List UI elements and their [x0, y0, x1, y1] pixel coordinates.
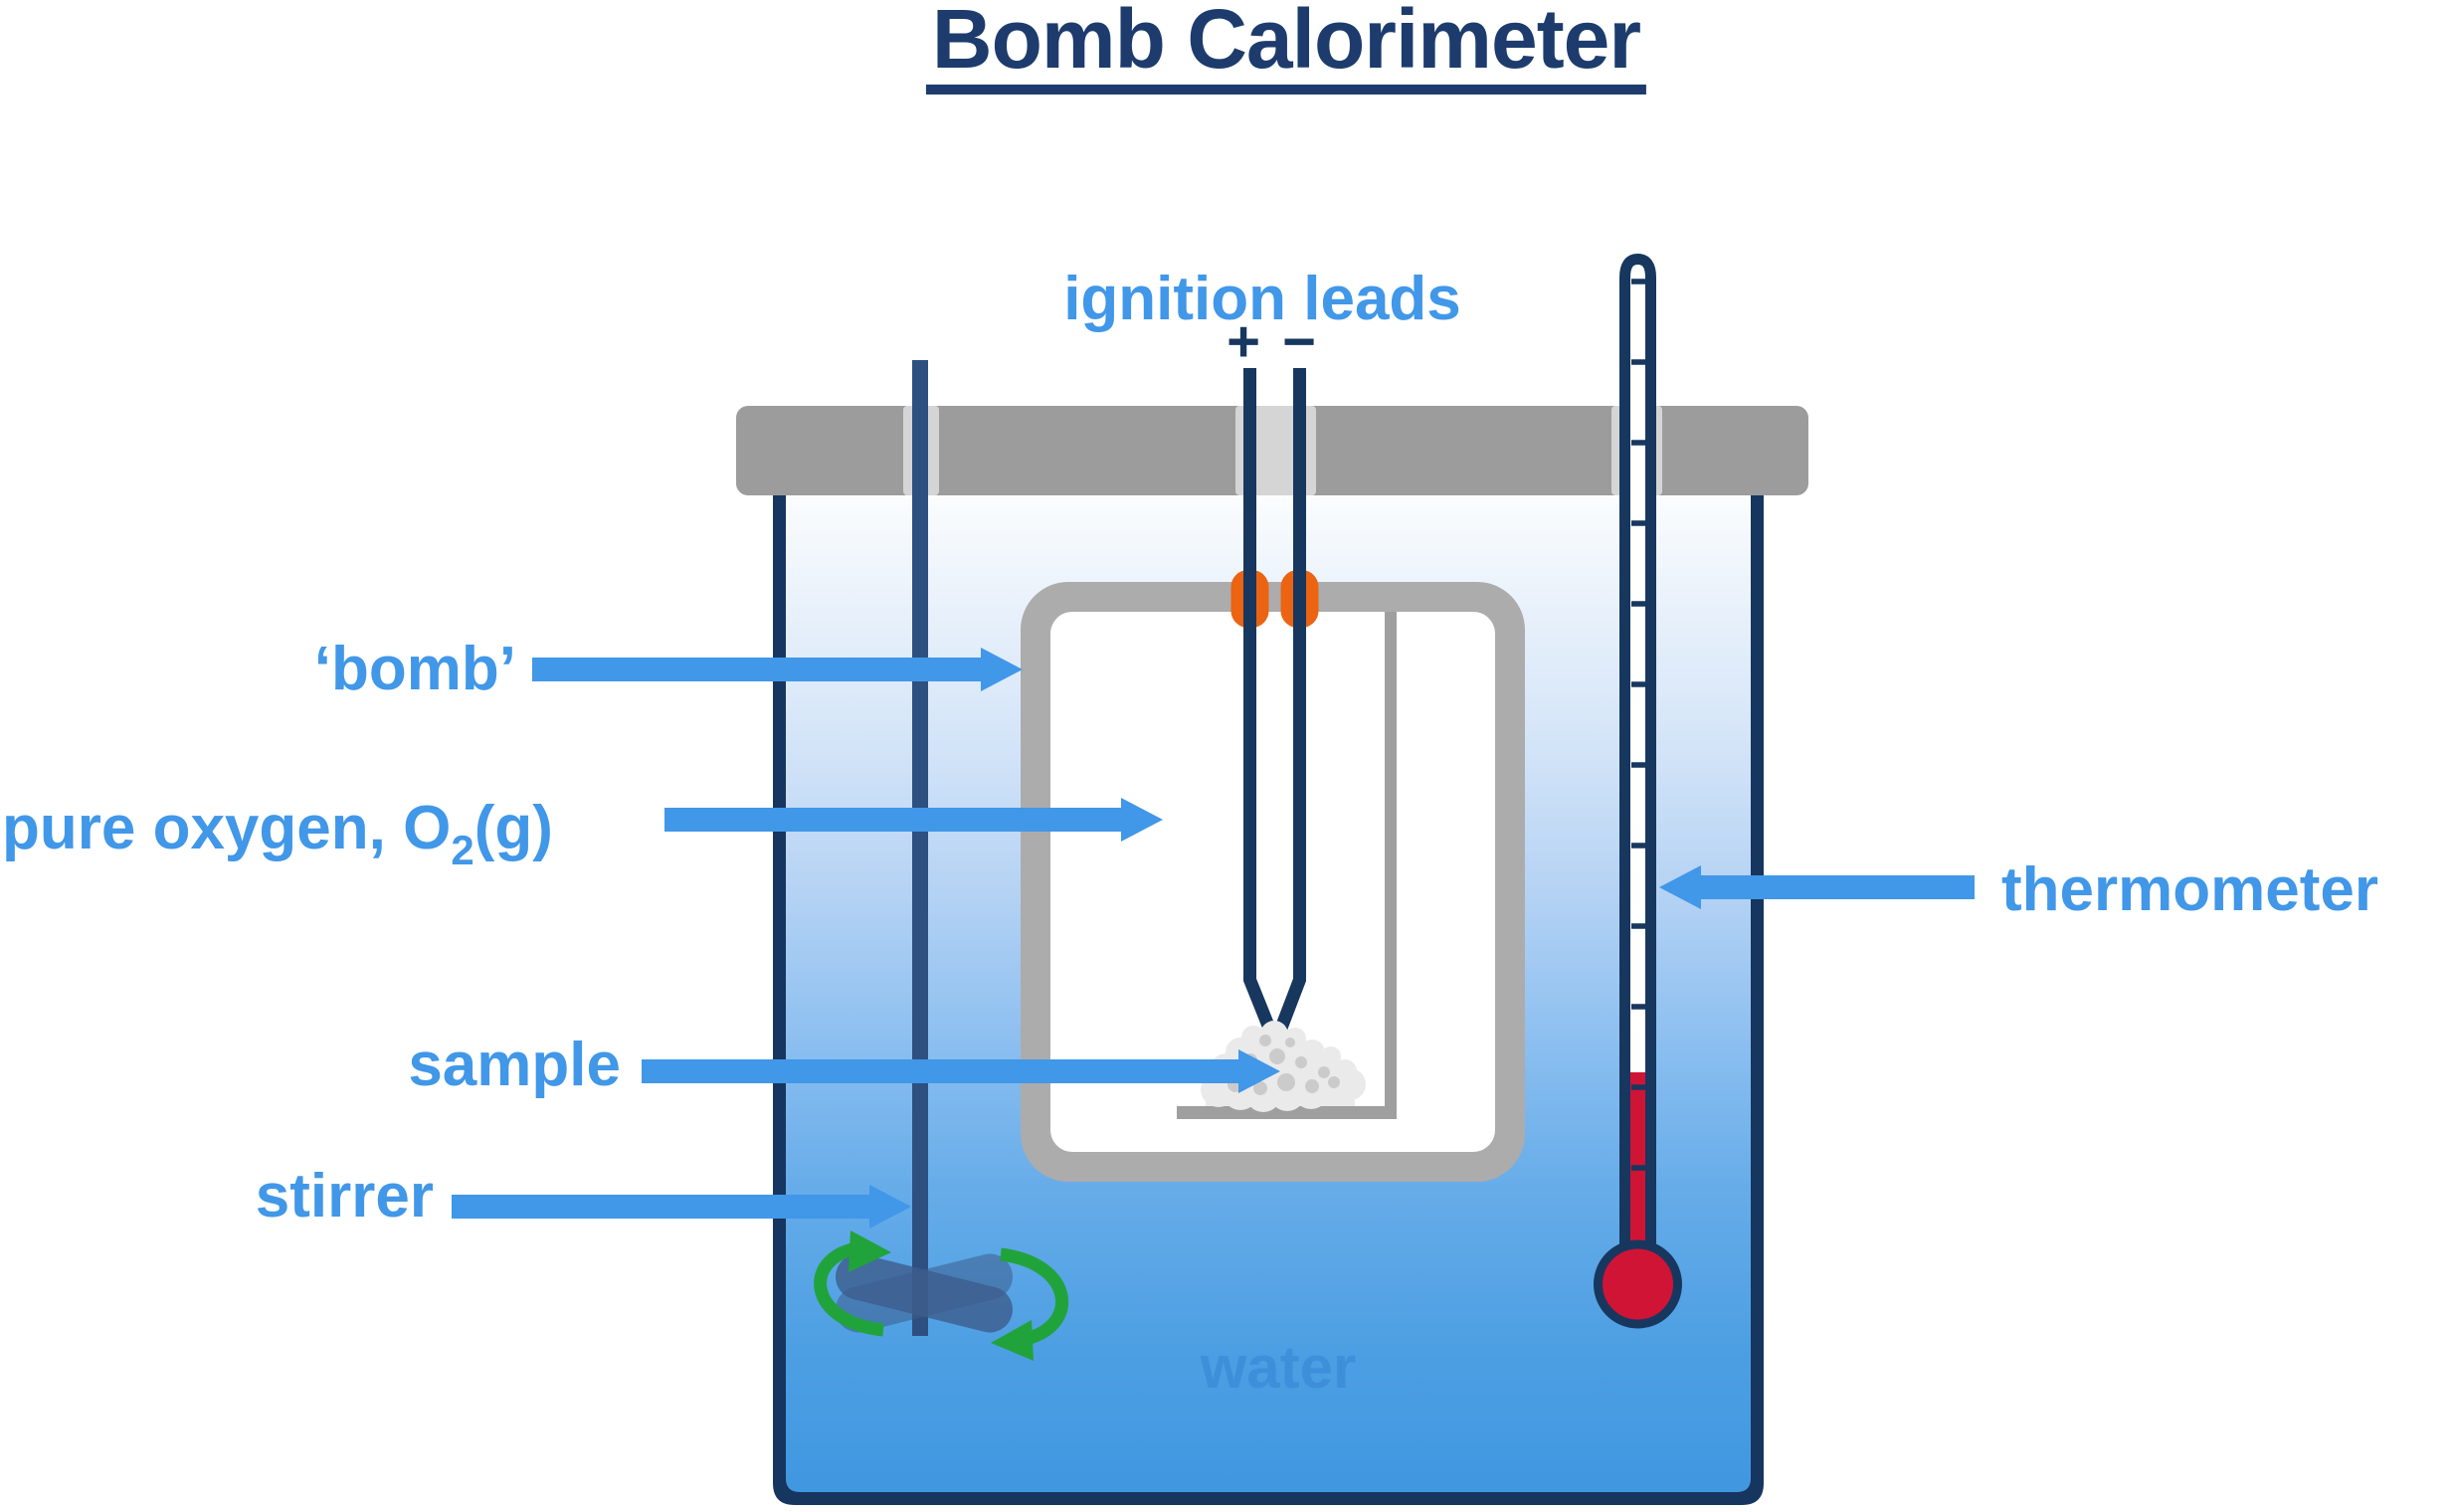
bomb-label: ‘bomb’	[313, 635, 516, 703]
stirrer-label: stirrer	[255, 1162, 434, 1230]
ignition-leads-label: ignition leads	[1063, 265, 1461, 333]
pure-oxygen-arrow	[664, 808, 1121, 832]
crucible-floor	[1177, 1106, 1397, 1119]
thermometer-label: thermometer	[2001, 855, 2378, 924]
thermometer-arrow	[1701, 875, 1975, 899]
polarity-plus: +	[1227, 309, 1260, 374]
pure-oxygen-text: pure oxygen, O	[2, 794, 452, 862]
lead-wire-right	[1273, 368, 1306, 1034]
thermometer-bulb	[1594, 1239, 1682, 1329]
rotation-arrow-right	[991, 1247, 1069, 1361]
sample-arrow	[642, 1059, 1238, 1083]
rotation-arrow-left	[814, 1230, 891, 1337]
sample-label: sample	[408, 1031, 621, 1099]
stirrer-rod	[912, 360, 928, 1336]
pure-oxygen-subscript: 2	[451, 827, 474, 873]
thermometer-red-column	[1630, 1072, 1645, 1271]
diagram-title: Bomb Calorimeter	[925, 0, 1647, 94]
lead-wire-left	[1243, 368, 1277, 1034]
bomb-vessel-interior	[1050, 612, 1495, 1152]
polarity-minus: −	[1282, 309, 1316, 374]
stirrer-arrow	[452, 1195, 869, 1219]
pure-oxygen-label: pure oxygen, O2(g)	[2, 794, 553, 885]
thermometer-scale-ticks	[1631, 279, 1647, 1251]
crucible-wall	[1385, 612, 1397, 1119]
stirrer-blade-front	[836, 1253, 1013, 1333]
bomb-arrow	[532, 658, 981, 681]
thermometer	[1594, 253, 1682, 1329]
thermometer-tube-outline	[1619, 253, 1656, 1265]
pure-oxygen-state: (g)	[473, 794, 553, 862]
water-label: water	[1200, 1334, 1357, 1401]
